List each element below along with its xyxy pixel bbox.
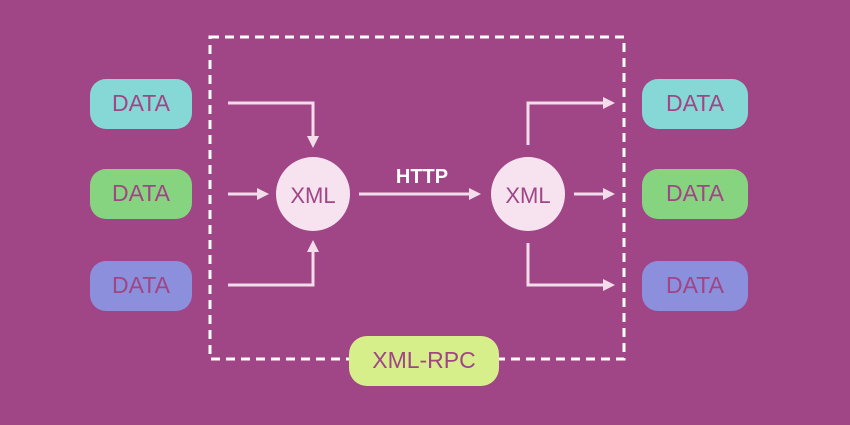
http-label: HTTP: [396, 166, 448, 188]
left-data-node-3-label: DATA: [112, 272, 171, 298]
left-xml-node: XML: [276, 157, 350, 231]
right-data-node-1-label: DATA: [666, 90, 725, 116]
right-data-node-1-box: [642, 79, 748, 129]
left-xml-label: XML: [290, 183, 335, 208]
left-data-node-1-box: [90, 79, 192, 129]
xml-rpc-boundary: [208, 35, 626, 361]
bottom-output-arrow: [526, 243, 615, 291]
left-data-node-1: DATA: [90, 79, 192, 129]
right-data-node-1: DATA: [642, 79, 748, 129]
right-data-node-2-box: [642, 169, 748, 219]
right-data-node-3-label: DATA: [666, 272, 725, 298]
left-data-node-3-box: [90, 261, 192, 311]
top-output-arrow: [526, 97, 615, 145]
left-data-node-1-label: DATA: [112, 90, 171, 116]
right-data-node-2-label: DATA: [666, 180, 725, 206]
xml-rpc-label: XML-RPC: [372, 347, 476, 373]
right-xml-circle: [491, 157, 565, 231]
right-xml-node: XML: [491, 157, 565, 231]
xml-rpc-badge: XML-RPC: [349, 336, 499, 386]
right-data-node-3-box: [642, 261, 748, 311]
left-data-node-2-label: DATA: [112, 180, 171, 206]
left-data-node-3: DATA: [90, 261, 192, 311]
left-data-node-2: DATA: [90, 169, 192, 219]
xml-rpc-badge-box: [349, 336, 499, 386]
right-data-node-3: DATA: [642, 261, 748, 311]
bottom-input-arrow: [228, 240, 319, 287]
right-xml-label: XML: [505, 183, 550, 208]
left-data-node-2-box: [90, 169, 192, 219]
right-data-node-2: DATA: [642, 169, 748, 219]
left-xml-circle: [276, 157, 350, 231]
top-input-arrow: [228, 101, 319, 148]
